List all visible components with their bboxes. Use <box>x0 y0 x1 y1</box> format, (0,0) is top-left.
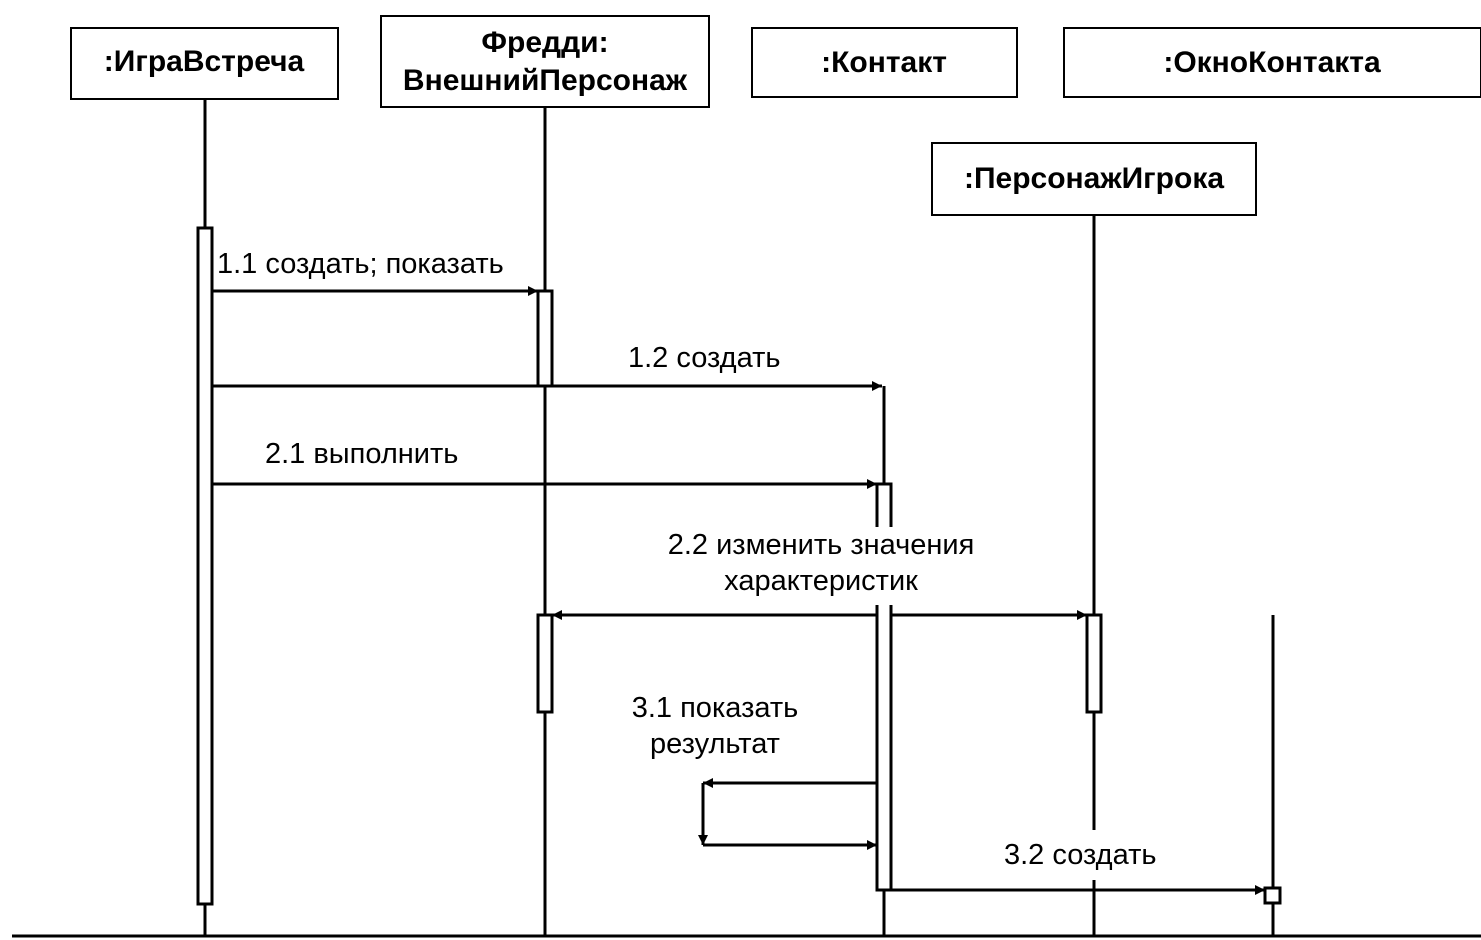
message-label-2-1-line-1: 2.1 выполнить <box>265 438 458 470</box>
message-label-3-2: 3.2 создать <box>1004 839 1156 871</box>
object-label-personazh-line-1: :ПерсонажИгрока <box>964 162 1224 195</box>
activation-personazh <box>1085 613 1103 714</box>
object-label-freddy-line-2: ВнешнийПерсонаж <box>403 64 688 97</box>
label-gap-m22 <box>640 527 1000 605</box>
object-box-freddy <box>380 15 710 108</box>
activation-igra <box>196 226 214 906</box>
message-label-3-1: 3.1 показать результат <box>632 692 799 760</box>
message-label-1-2: 1.2 создать <box>628 342 780 374</box>
activation-freddy-2 <box>536 613 554 714</box>
object-label-kontakt-line-1: :Контакт <box>821 46 947 79</box>
message-label-2-2-line-1: 2.2 изменить значения <box>668 529 975 561</box>
message-label-1-2-line-1: 1.2 создать <box>628 342 780 374</box>
object-box-okno <box>1063 27 1481 98</box>
object-label-freddy-line-1: Фредди: <box>481 26 608 59</box>
object-label-okno: :ОкноКонтакта <box>1163 46 1381 79</box>
object-label-personazh: :ПерсонажИгрока <box>964 162 1224 195</box>
message-label-1-1: 1.1 создать; показать <box>217 248 504 280</box>
message-label-3-1-line-2: результат <box>650 728 780 760</box>
object-label-igra-line-1: :ИграВстреча <box>104 45 305 78</box>
message-label-2-2-line-2: характеристик <box>724 565 918 597</box>
object-box-igra <box>70 27 339 100</box>
activation-freddy-1 <box>536 289 554 388</box>
object-label-kontakt: :Контакт <box>821 46 947 79</box>
object-label-freddy: Фредди: ВнешнийПерсонаж <box>403 26 688 97</box>
object-box-kontakt <box>751 27 1018 98</box>
object-label-igra: :ИграВстреча <box>104 45 305 78</box>
message-label-3-2-line-1: 3.2 создать <box>1004 839 1156 871</box>
message-label-2-2: 2.2 изменить значения характеристик <box>668 529 975 597</box>
message-label-3-1-line-1: 3.1 показать <box>632 692 799 724</box>
message-label-2-1: 2.1 выполнить <box>265 438 458 470</box>
message-label-1-1-line-1: 1.1 создать; показать <box>217 248 504 280</box>
creation-square-okno <box>1263 886 1282 905</box>
object-box-personazh <box>931 142 1257 216</box>
object-label-okno-line-1: :ОкноКонтакта <box>1163 46 1381 79</box>
